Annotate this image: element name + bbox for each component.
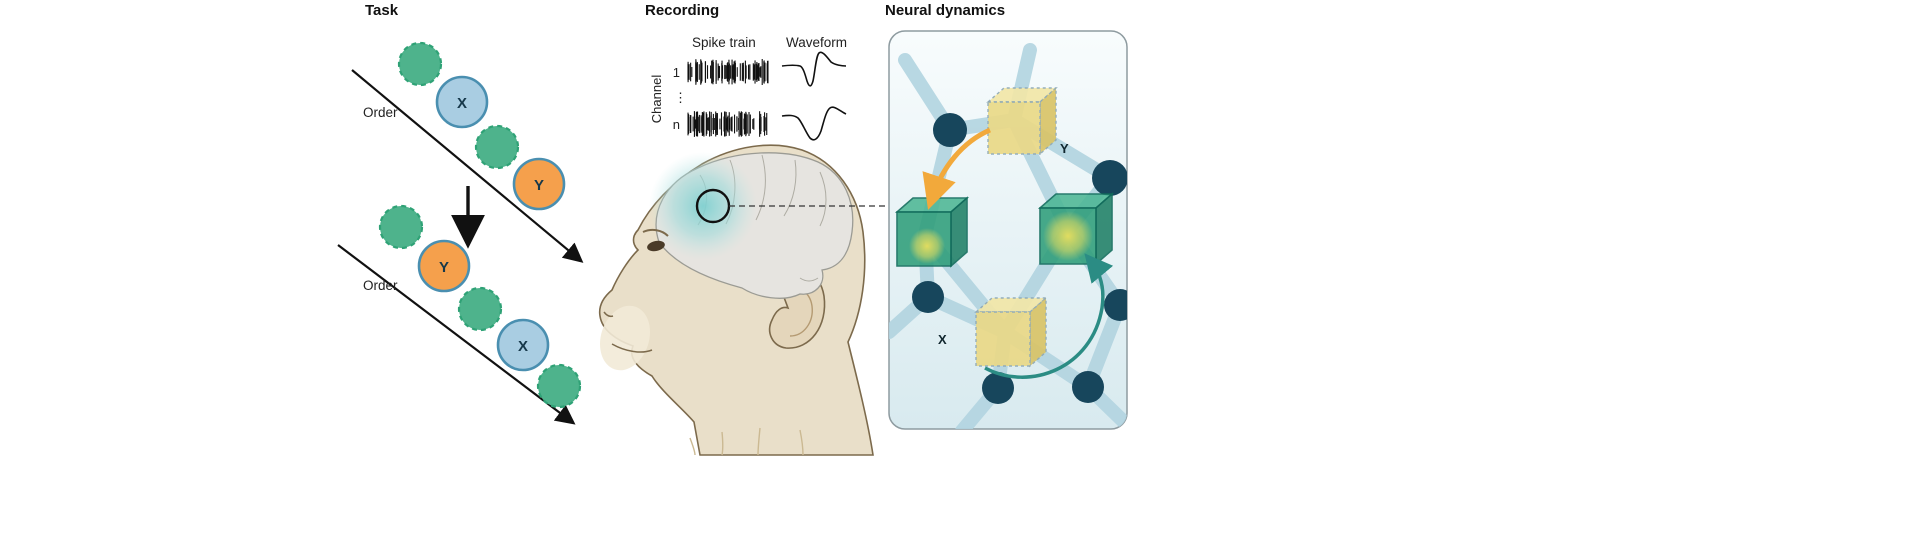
- task-item-circle-green: [397, 41, 443, 87]
- recording-site-glow: [649, 152, 757, 260]
- monkey-neck-fur: [689, 427, 804, 456]
- order-label-top: Order: [363, 105, 398, 120]
- task-item-circle-green: [378, 204, 424, 250]
- channel-1-label: 1: [673, 65, 680, 80]
- state-y-label: Y: [1060, 141, 1069, 156]
- monkey-head-illustration: [598, 144, 887, 456]
- recording-title: Recording: [645, 2, 719, 19]
- task-item-circle-y: [512, 157, 566, 211]
- state-cube-y-inactive: [986, 86, 1058, 156]
- spike-train-label: Spike train: [692, 35, 756, 50]
- task-item-circle-green: [474, 124, 520, 170]
- task-title: Task: [365, 2, 399, 19]
- state-cube-x-inactive: [974, 296, 1048, 368]
- lattice-node: [982, 372, 1014, 404]
- task-item-x-label: X: [457, 95, 467, 112]
- channel-axis-label: Channel: [649, 75, 664, 124]
- lattice-node: [1104, 289, 1127, 321]
- state-x-label: X: [938, 332, 947, 347]
- recording-panel: Recording Spike train Waveform Channel 1…: [598, 2, 887, 456]
- spike-train-n: [687, 111, 768, 137]
- lattice-node: [1072, 371, 1104, 403]
- task-item-circle-y: [417, 239, 471, 293]
- neural-dynamics-title: Neural dynamics: [885, 2, 1005, 19]
- neural-dynamics-panel: Neural dynamics: [885, 2, 1128, 430]
- task-panel: Task Order X Y Order Y X: [337, 2, 584, 425]
- task-item-x-label: X: [518, 338, 528, 355]
- order-label-bottom: Order: [363, 278, 398, 293]
- channel-n-label: n: [673, 117, 680, 132]
- task-item-y-label: Y: [534, 177, 544, 194]
- waveform-n: [781, 106, 847, 141]
- state-cube-green-right: [1037, 192, 1115, 266]
- state-cube-green-left: [894, 196, 970, 268]
- lattice-node: [933, 113, 967, 147]
- channel-ellipsis: ⋮: [674, 90, 687, 105]
- transition-arrow-orange: [922, 127, 992, 210]
- spike-train-1: [687, 59, 769, 85]
- sequence-2-order-arrow: [337, 244, 576, 425]
- task-item-y-label: Y: [439, 259, 449, 276]
- monkey-face-features: [603, 228, 669, 353]
- transition-arrow-teal: [984, 253, 1114, 379]
- lattice-node: [912, 281, 944, 313]
- sequence-1-order-arrow: [351, 69, 584, 263]
- monkey-muzzle-patch: [600, 305, 650, 371]
- waveform-1: [781, 51, 847, 87]
- lattice-node: [1092, 160, 1127, 196]
- task-item-circle-x: [496, 318, 550, 372]
- lattice-nodes: [912, 113, 1127, 404]
- waveform-label: Waveform: [786, 35, 847, 50]
- task-item-circle-green: [536, 363, 582, 409]
- task-item-circle-x: [435, 75, 489, 129]
- task-item-circle-green: [457, 286, 503, 332]
